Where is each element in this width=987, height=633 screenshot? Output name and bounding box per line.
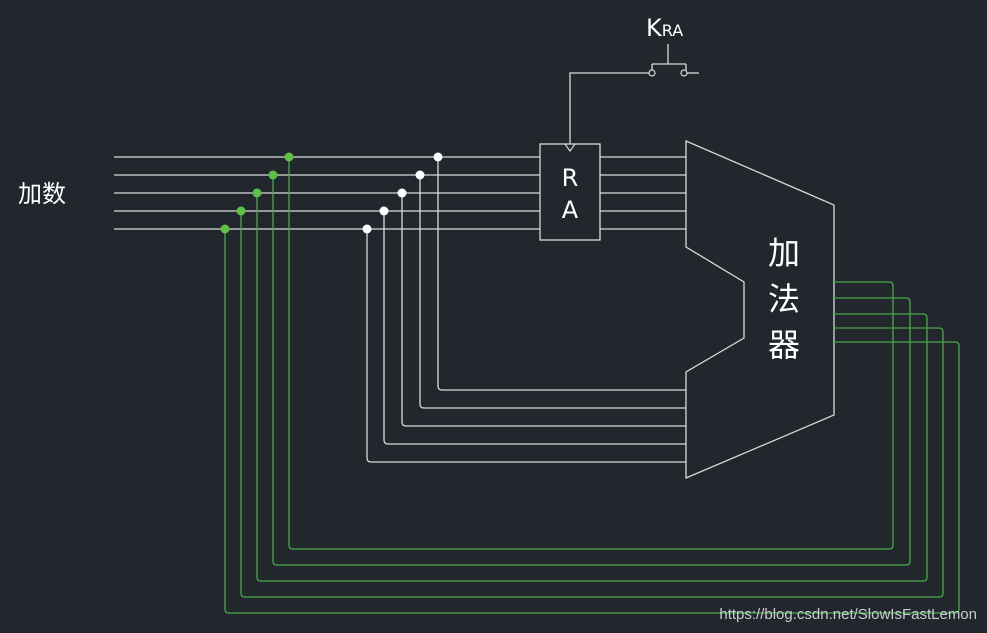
feedback-wire	[240, 211, 944, 598]
feedback-wire	[224, 229, 960, 614]
clock-triangle-icon	[564, 143, 576, 153]
junction-dot	[284, 152, 294, 162]
adder-shape	[685, 140, 835, 479]
register-box	[539, 143, 601, 241]
junction-dot	[433, 152, 443, 162]
register-output-bus	[600, 156, 686, 230]
branch-wire	[401, 193, 686, 427]
input-label: 加数	[18, 180, 66, 208]
watermark: https://blog.csdn.net/SlowIsFastLemon	[719, 606, 977, 623]
junction-dot	[379, 206, 389, 216]
input-bus	[114, 156, 540, 230]
junction-dot	[252, 188, 262, 198]
feedback-wire	[288, 157, 894, 550]
branch-wire	[419, 175, 686, 409]
adder: 加 法 器	[685, 140, 835, 479]
branch-wire	[437, 157, 686, 391]
branch-wire	[366, 229, 686, 463]
feedback-wire	[272, 175, 911, 566]
switch-kra: KRA	[569, 14, 699, 144]
junction-dot	[415, 170, 425, 180]
direct-input-wires	[366, 157, 686, 463]
junction-dot	[362, 224, 372, 234]
junction-dot	[397, 188, 407, 198]
green-junctions	[220, 152, 294, 234]
switch-label: KRA	[646, 14, 683, 42]
feedback-wires	[224, 157, 960, 614]
white-junctions	[362, 152, 443, 234]
branch-wire	[383, 211, 686, 445]
feedback-wire	[256, 193, 928, 582]
adder-label-char3: 器	[768, 326, 800, 364]
switch-contact-right	[680, 69, 688, 77]
junction-dot	[220, 224, 230, 234]
clock-wire	[569, 72, 649, 144]
register-ra: R A	[539, 143, 601, 241]
junction-dot	[268, 170, 278, 180]
register-label-line2: A	[562, 196, 579, 224]
adder-label-char1: 加	[768, 234, 800, 272]
junction-dot	[236, 206, 246, 216]
switch-contact-left	[648, 69, 656, 77]
adder-label-char2: 法	[768, 280, 800, 318]
register-label-line1: R	[562, 164, 579, 192]
